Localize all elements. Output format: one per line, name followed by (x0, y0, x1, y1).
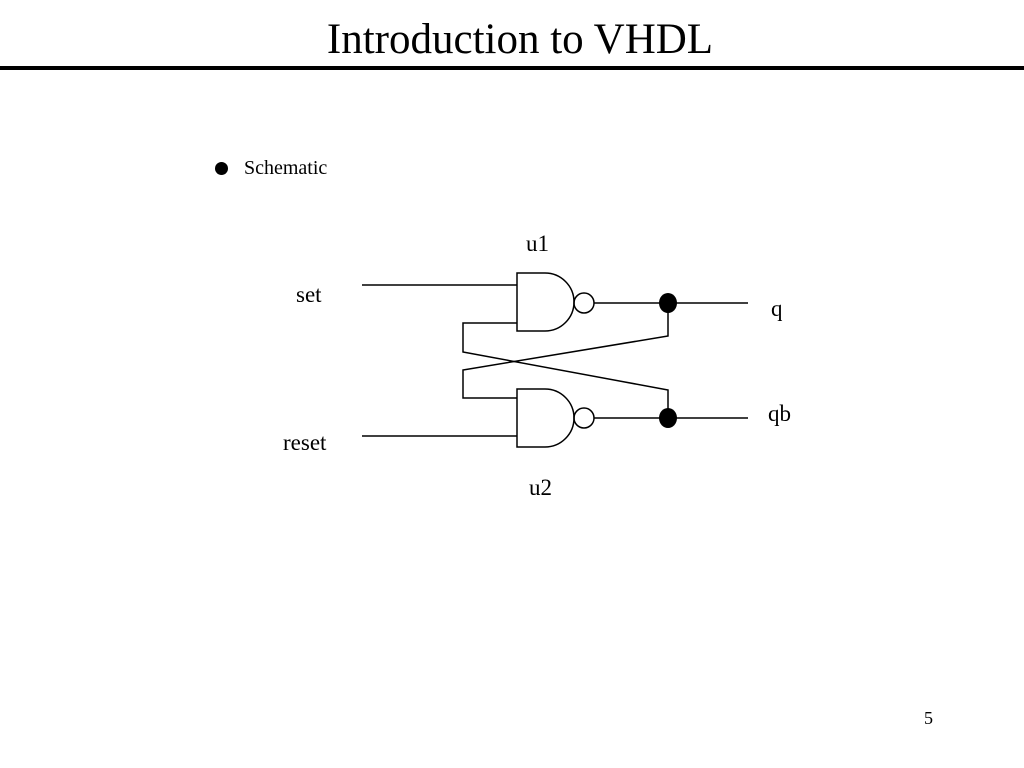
output-label-q: q (771, 296, 783, 321)
junction-dot-qb (659, 408, 677, 428)
nand-gate-u1 (516, 272, 575, 332)
output-label-qb: qb (768, 401, 791, 426)
slide-title: Introduction to VHDL (326, 16, 714, 63)
page-number: 5 (924, 708, 933, 728)
bullet-dot-icon (215, 161, 228, 175)
bullet-text: Schematic (244, 157, 328, 179)
gate-label-u2: u2 (529, 475, 552, 500)
feedback-wire-qb-to-u1 (462, 322, 669, 418)
feedback-wire-q-to-u2 (462, 303, 669, 399)
inverter-bubble-u2 (573, 407, 595, 429)
nand-gate-u2 (516, 388, 575, 448)
junction-dot-q (659, 293, 677, 313)
input-label-set: set (296, 282, 322, 307)
gate-label-u1: u1 (526, 231, 549, 256)
inverter-bubble-u1 (573, 292, 595, 314)
bullet-item: Schematic (215, 156, 327, 180)
title-divider (0, 66, 1024, 70)
input-label-reset: reset (283, 430, 327, 455)
